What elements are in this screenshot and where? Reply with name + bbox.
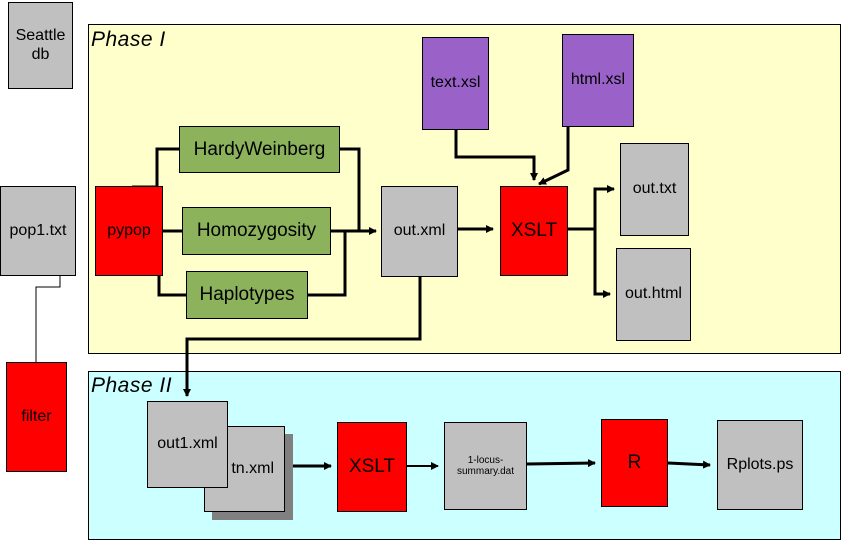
textxsl-xslt-link [454,130,538,181]
xslt-outtxt-link [568,185,615,231]
pypop-hardyweinberg-link [132,147,179,189]
pypop-node: pypop [95,186,163,276]
outxml-out1xml-link [183,277,422,397]
out1-xml-node: out1.xml [147,401,228,488]
out-txt-node: out.txt [620,143,689,236]
r-node: R [601,419,668,507]
pop1-txt-node: pop1.txt [0,186,76,276]
r-rplots-link [667,460,711,469]
haplotypes-outxml-link [308,231,347,297]
html-xsl-node: html.xsl [562,34,634,127]
out-html-node: out.html [616,248,691,341]
out-xml-node: out.xml [381,186,458,277]
hardyweinberg-node: HardyWeinberg [179,126,340,173]
phase-2-label: Phase II [91,374,173,397]
hardyweinberg-outxml-link [340,147,361,231]
phase-1-label: Phase I [91,28,166,51]
xslt-phase1-node: XSLT [500,186,568,276]
pop1-filter-link [35,276,61,362]
locus-summary-node: 1-locus- summary.dat [444,422,527,510]
homozygosity-node: Homozygosity [182,207,331,255]
seattle-db-node: Seattle db [8,2,73,89]
text-xsl-node: text.xsl [422,37,489,130]
htmlxsl-xslt-link [538,127,570,186]
rplots-ps-node: Rplots.ps [717,420,803,510]
xslt-outhtml-link [593,229,611,298]
filter-node: filter [6,362,67,472]
haplotypes-node: Haplotypes [186,271,308,319]
summary-r-link [526,459,596,468]
pypop-haplotypes-link [132,271,186,297]
xslt-phase2-node: XSLT [337,422,407,512]
